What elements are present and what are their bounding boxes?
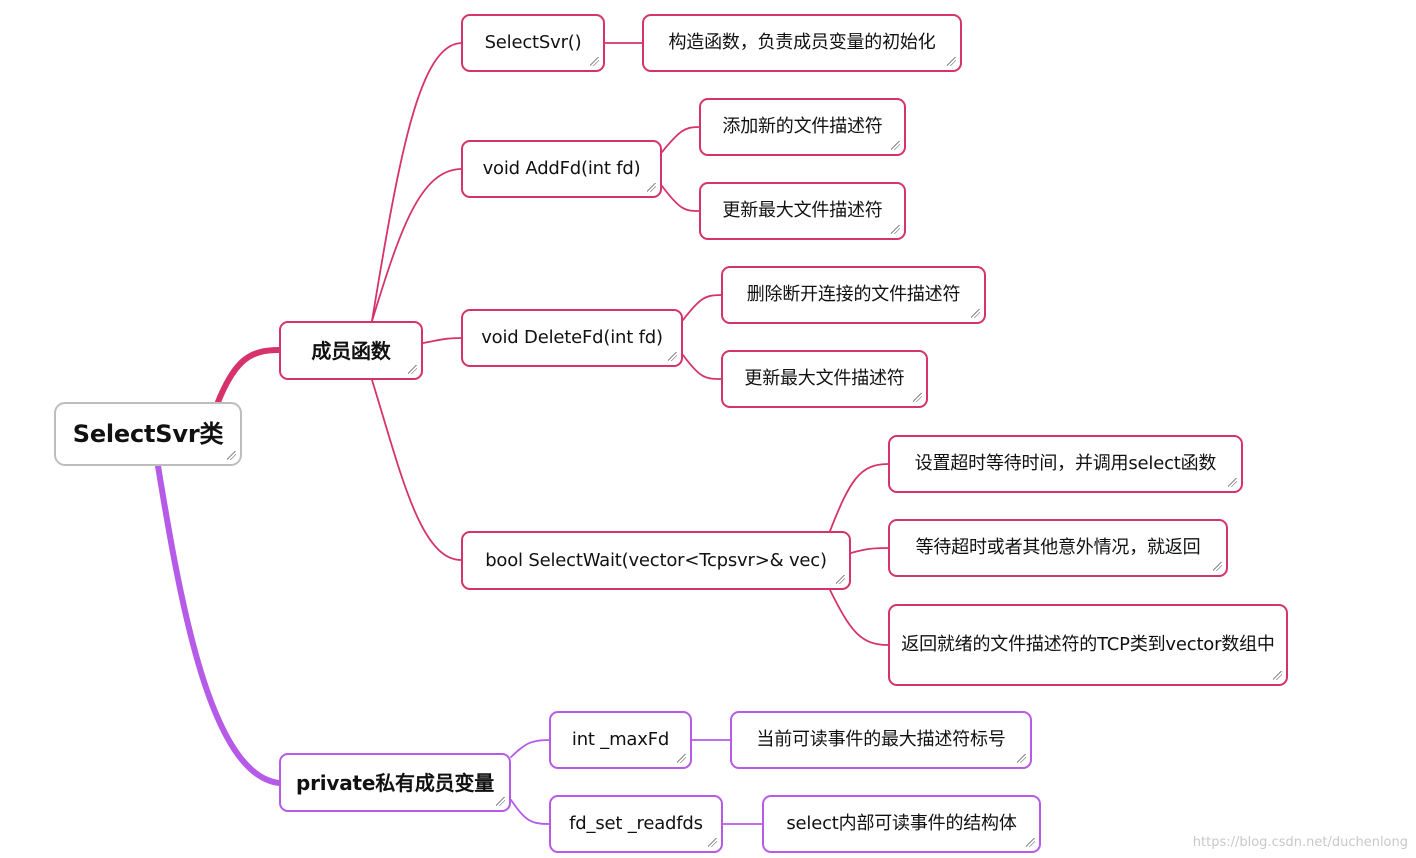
func-selectwait[interactable]: bool SelectWait(vector<Tcpsvr>& vec): [461, 531, 851, 590]
connector-selectwait-desc2: [850, 547, 889, 554]
connector-members-selectwait: [371, 379, 462, 561]
desc-update-max-fd-delete[interactable]: 更新最大文件描述符: [721, 350, 928, 408]
desc-delete-fd[interactable]: 删除断开连接的文件描述符: [721, 266, 986, 324]
root-node[interactable]: SelectSvr类: [54, 402, 242, 466]
connector-selectwait-desc1: [829, 463, 889, 532]
connector-addfd-desc1: [661, 126, 700, 153]
desc-maxfd[interactable]: 当前可读事件的最大描述符标号: [730, 711, 1032, 769]
connector-root-private: [155, 463, 282, 786]
connector-selectwait-desc3: [829, 589, 889, 646]
func-addfd[interactable]: void AddFd(int fd): [461, 140, 662, 198]
func-selectsvr[interactable]: SelectSvr(): [461, 14, 605, 72]
connector-members-selectsvr: [371, 42, 462, 322]
connector-root-members: [215, 347, 282, 405]
connector-addfd-desc2: [661, 185, 700, 212]
connector-members-addfd: [371, 168, 462, 322]
watermark-url: https://blog.csdn.net/duchenlong: [1192, 835, 1408, 850]
connector-members-deletefd: [422, 337, 462, 344]
desc-add-new-fd[interactable]: 添加新的文件描述符: [699, 98, 906, 156]
desc-timeout-return[interactable]: 等待超时或者其他意外情况，就返回: [888, 519, 1228, 577]
func-deletefd[interactable]: void DeleteFd(int fd): [461, 309, 683, 367]
desc-constructor[interactable]: 构造函数，负责成员变量的初始化: [642, 14, 962, 72]
connector-deletefd-desc2: [682, 354, 722, 380]
var-readfds[interactable]: fd_set _readfds: [549, 795, 723, 853]
var-maxfd[interactable]: int _maxFd: [549, 711, 692, 769]
desc-update-max-fd-add[interactable]: 更新最大文件描述符: [699, 182, 906, 240]
desc-return-ready[interactable]: 返回就绪的文件描述符的TCP类到vector数组中: [888, 604, 1288, 686]
desc-readfds[interactable]: select内部可读事件的结构体: [762, 795, 1041, 853]
connector-private-readfds: [510, 799, 550, 825]
desc-set-timeout[interactable]: 设置超时等待时间，并调用select函数: [888, 435, 1243, 493]
connector-deletefd-desc1: [682, 294, 722, 321]
connector-private-maxfd: [510, 739, 550, 758]
branch-private-members[interactable]: private私有成员变量: [279, 753, 511, 812]
branch-member-functions[interactable]: 成员函数: [279, 321, 423, 380]
